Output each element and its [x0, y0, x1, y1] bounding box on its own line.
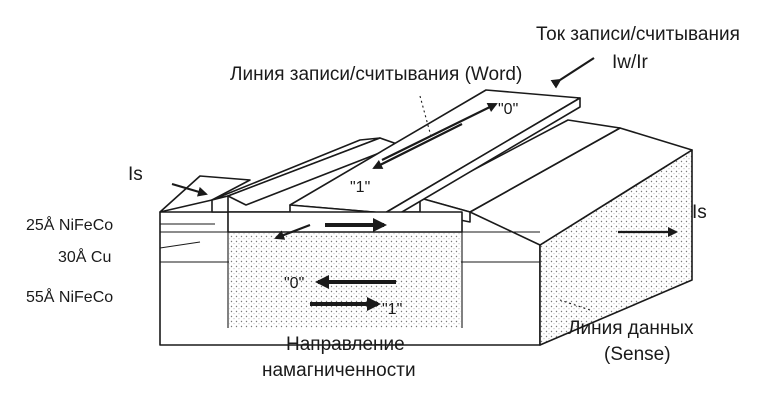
bottom-nifeco-cell	[229, 262, 461, 328]
is-left-arrow	[171, 182, 208, 197]
sense-label-2: (Sense)	[604, 344, 671, 365]
current-arrow	[550, 57, 595, 89]
bit-zero-layer-label: "0"	[284, 275, 304, 292]
layer-top-label: 25Å NiFeCo	[26, 215, 113, 234]
word-arrow-zero	[381, 103, 498, 161]
layer-bottom-label: 55Å NiFeCo	[26, 287, 113, 306]
magnetization-label-2: намагниченности	[262, 360, 416, 381]
magnetization-label-1: Направление	[286, 334, 405, 355]
word-line-label: Линия записи/считывания (Word)	[230, 64, 522, 85]
leader-sense	[559, 299, 591, 311]
ridge-left	[211, 137, 401, 213]
is-right-label: Is	[692, 202, 707, 223]
is-left-label: Is	[128, 164, 143, 185]
word-arrow-one	[372, 123, 463, 169]
leader-mid-layer	[159, 241, 201, 249]
cu-layer-cell	[229, 232, 461, 262]
top-nifeco-cell	[227, 211, 463, 233]
sense-label-1: Линия данных	[568, 318, 694, 339]
ridge-right	[419, 119, 621, 223]
bit-one-layer-label: "1"	[382, 301, 402, 318]
bit-one-top-label: "1"	[350, 179, 370, 196]
top-layer-arrow-left	[274, 223, 311, 240]
layer-mid-label: 30Å Cu	[58, 247, 111, 266]
bit-zero-top-label: "0"	[498, 101, 518, 118]
current-symbol: Iw/Ir	[612, 52, 649, 73]
current-title: Ток записи/считывания	[536, 24, 740, 45]
